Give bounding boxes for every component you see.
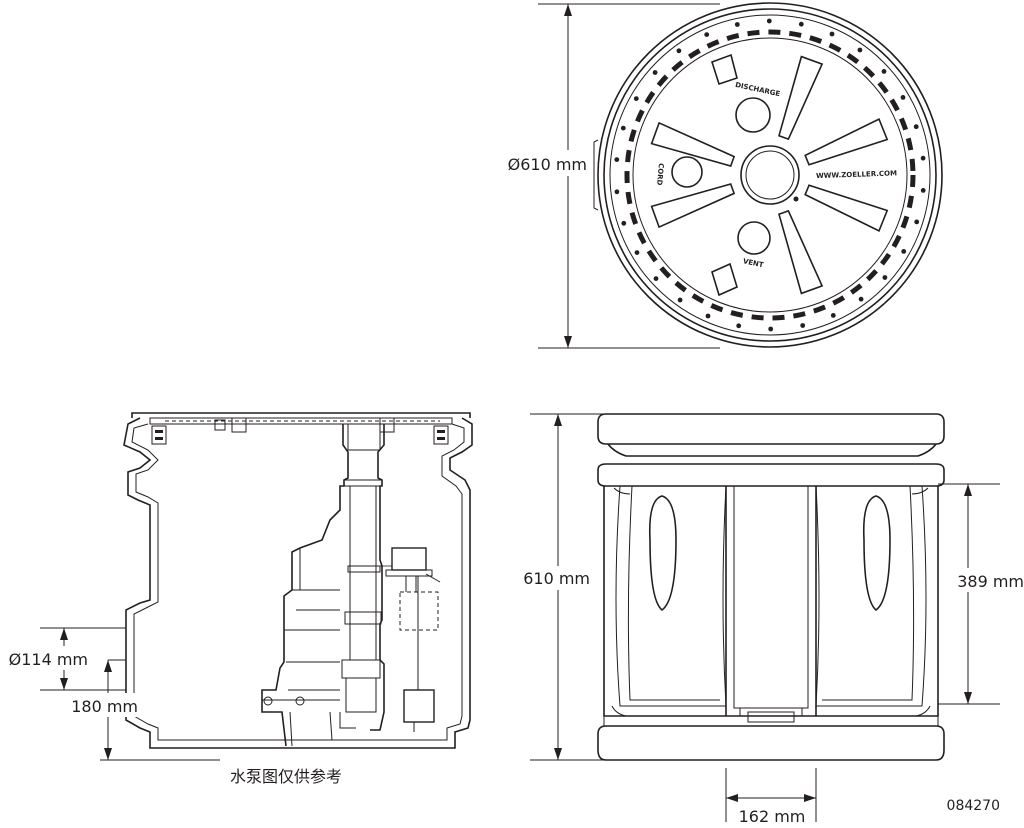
lid-dot [704,32,710,37]
discharge-label: DISCHARGE [734,81,781,98]
lid-dot [676,48,682,54]
lid-dot [882,275,888,280]
lid-dot [621,220,627,226]
top-view-lid: Ø610 mm DISCHARGE CORD VENT WWW.ZOELLER.… [494,2,943,349]
lid-center-hole [740,145,800,205]
lid-dot [830,313,836,318]
lid-spoke [804,184,889,232]
cord-label: CORD [655,163,665,186]
vent-label: VENT [742,257,764,269]
lid-dot [914,219,920,225]
lid-dot [829,31,835,37]
lid-dot [913,124,919,130]
lid-dot [920,155,926,161]
hub-diameter-label: Ø114 mm [9,650,88,669]
lid-dot [652,70,658,75]
lid-spoke [778,55,824,141]
lid-dot [857,47,863,53]
lid-spoke [804,118,889,166]
hub-height-label: 180 mm [71,697,138,716]
top-view-diameter-dimension: Ø610 mm [494,3,720,349]
lid-dot [800,323,806,328]
discharge-hole [735,97,771,133]
hub-height-dimension: 180 mm [62,659,220,761]
pump-reference-caption: 水泵图仅供参考 [230,767,342,786]
lid-dot [620,125,626,131]
section-view: Ø114 mm 180 mm 水泵图仅供参考 [0,412,473,786]
top-view-diameter-label: Ø610 mm [508,155,587,174]
pump-assembly [261,423,441,747]
lid-dot [614,157,620,163]
front-height-dimension: 610 mm [508,413,608,761]
vent-hole [737,221,771,255]
lid-dot [798,21,804,27]
lid-dot [881,69,887,74]
lid-dot [614,189,620,195]
lid-dot [736,323,742,329]
website-label: WWW.ZOELLER.COM [816,169,897,180]
lid-dot [901,249,907,254]
lid-dot [858,296,864,302]
hub-diameter-dimension: Ø114 mm [0,627,126,691]
lid-spoke [650,121,736,167]
cord-hole [671,156,703,188]
drawing-number: 084270 [947,798,1000,814]
lid-dot [653,276,659,281]
lid-dot [768,326,774,332]
lid-dot [766,18,772,24]
lid-dot [633,96,639,101]
front-view: 610 mm [508,413,1024,826]
lid-bolt-dots [614,18,926,332]
lid-spokes [650,55,889,295]
lid-dot [920,188,926,193]
lid-dot [705,313,711,319]
lid-dot [900,95,906,100]
front-height-label: 610 mm [523,569,590,588]
lid-dot [677,297,683,303]
lid-spoke [778,209,824,295]
inlet-width-label: 162 mm [739,807,806,826]
inlet-width-dimension: 162 mm [725,768,817,826]
lid-spoke [650,183,736,229]
lid-dot [634,250,640,256]
inlet-height-dimension: 389 mm [938,483,1024,705]
lid-dot [734,22,740,27]
inlet-height-label: 389 mm [957,572,1024,591]
